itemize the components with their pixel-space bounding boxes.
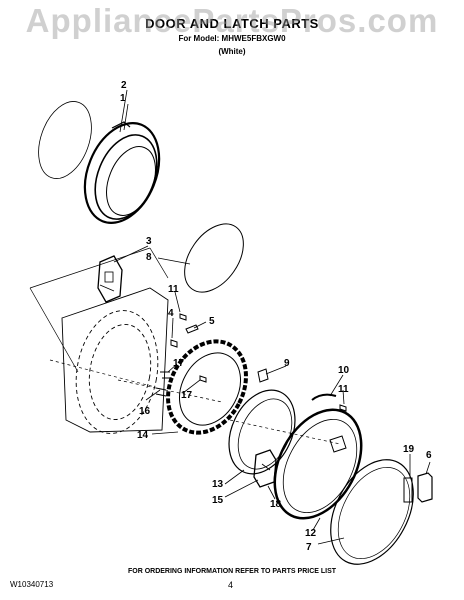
callout-15: 15 (212, 495, 224, 506)
callout-17-lower: 17 (181, 390, 193, 401)
part-hinge-latch (97, 255, 123, 303)
part-wire-harness (311, 393, 347, 412)
part-outer-door (273, 408, 363, 520)
part-front-panel (61, 287, 169, 434)
part-outer-trim (330, 459, 414, 565)
part-gasket-outline (38, 101, 92, 179)
part-boot-bellows (83, 121, 161, 224)
leader-lines (113, 89, 431, 545)
callout-10: 10 (338, 365, 350, 376)
callout-4: 4 (168, 308, 174, 319)
part-door-latch (253, 449, 277, 488)
part-inner-door-frame (166, 339, 248, 435)
part-window-ring (184, 223, 244, 293)
callout-17-upper: 17 (173, 358, 185, 369)
callout-19: 19 (403, 444, 415, 455)
callout-13: 13 (212, 479, 224, 490)
model-number: For Model: MHWE5FBXGW0 (178, 34, 286, 43)
callout-labels: 1 2 3 4 5 6 7 8 9 10 11 11 12 13 14 15 1… (120, 80, 432, 553)
page-number: 4 (228, 580, 234, 590)
callout-1: 1 (120, 93, 126, 104)
callout-9: 9 (284, 358, 290, 369)
callout-18: 18 (270, 499, 282, 510)
callout-11-upper: 11 (168, 284, 179, 295)
part-handle (403, 472, 433, 503)
callout-6: 6 (426, 450, 432, 461)
color-variant: (White) (218, 47, 246, 56)
callout-3: 3 (146, 236, 152, 247)
ordering-note: FOR ORDERING INFORMATION REFER TO PARTS … (127, 568, 337, 575)
part-door-strike (257, 368, 269, 383)
page-title: DOOR AND LATCH PARTS (145, 16, 319, 31)
callout-11-lower: 11 (338, 384, 349, 395)
callout-5: 5 (209, 316, 215, 327)
part-screws (155, 313, 207, 397)
callout-14: 14 (137, 430, 149, 441)
callout-7: 7 (306, 542, 312, 553)
callout-2: 2 (121, 80, 127, 91)
document-number: W10340713 (10, 580, 54, 589)
callout-16: 16 (139, 406, 151, 417)
callout-8: 8 (146, 252, 152, 263)
callout-12: 12 (305, 528, 317, 539)
